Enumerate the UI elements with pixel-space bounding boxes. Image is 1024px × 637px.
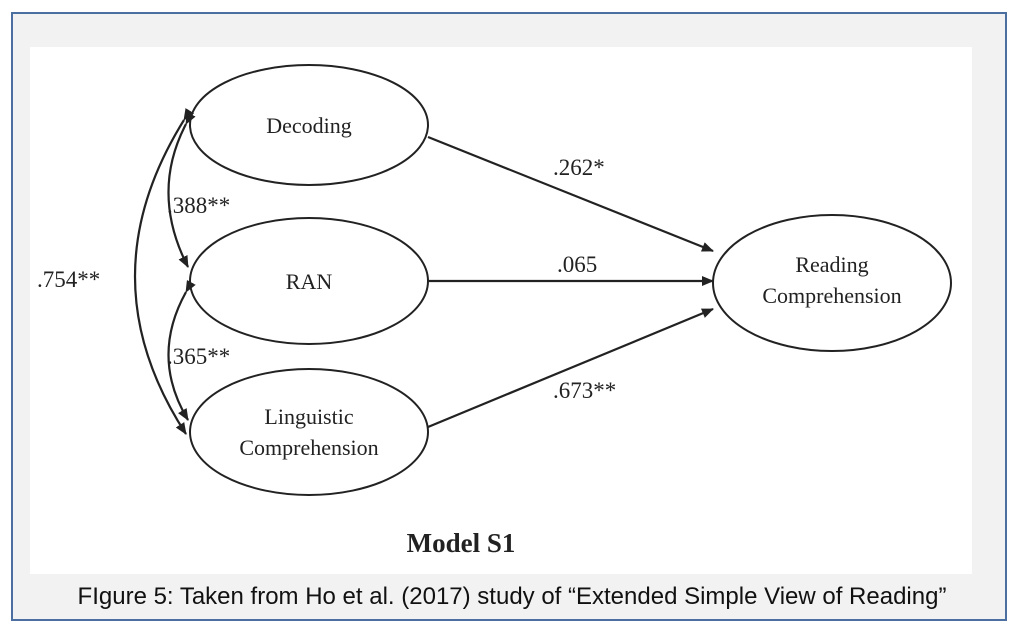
svg-text:RAN: RAN <box>286 269 333 294</box>
coef-decoding-to-reading: .262* <box>553 155 605 180</box>
svg-text:Linguistic: Linguistic <box>264 404 353 429</box>
model-title: Model S1 <box>407 528 516 558</box>
svg-text:Comprehension: Comprehension <box>239 435 378 460</box>
svg-text:.673**: .673** <box>553 378 616 403</box>
coef-ran-to-reading: .065 <box>557 252 597 277</box>
svg-text:.365**: .365** <box>167 344 230 369</box>
svg-text:.262*: .262* <box>553 155 605 180</box>
coef-decoding-linguistic: .754** <box>37 267 100 292</box>
svg-text:Model S1: Model S1 <box>407 528 516 558</box>
coef-decoding-ran: .388** <box>167 193 230 218</box>
figure-caption: FIgure 5: Taken from Ho et al. (2017) st… <box>77 583 947 610</box>
coef-ran-linguistic: .365** <box>167 344 230 369</box>
svg-text:Decoding: Decoding <box>266 113 352 138</box>
node-reading-label-line2: Comprehension <box>762 283 901 308</box>
node-reading-label-line1: Reading <box>795 252 868 277</box>
correlation-arc-decoding-linguistic <box>133 108 195 435</box>
node-decoding-label: Decoding <box>266 113 352 138</box>
node-linguistic-label-line2: Comprehension <box>239 435 378 460</box>
path-decoding-to-reading <box>427 135 714 253</box>
svg-text:.754**: .754** <box>37 267 100 292</box>
node-ran-label: RAN <box>286 269 333 294</box>
node-linguistic-comprehension: Linguistic Comprehension <box>189 368 429 496</box>
path-linguistic-to-reading <box>427 307 714 429</box>
node-reading-comprehension: Reading Comprehension <box>712 214 952 352</box>
svg-text:.065: .065 <box>557 252 597 277</box>
node-linguistic-label-line1: Linguistic <box>264 404 353 429</box>
svg-text:.388**: .388** <box>167 193 230 218</box>
node-decoding: Decoding <box>189 64 429 186</box>
coef-linguistic-to-reading: .673** <box>553 378 616 403</box>
svg-text:Comprehension: Comprehension <box>762 283 901 308</box>
svg-text:Reading: Reading <box>795 252 868 277</box>
node-ran: RAN <box>189 217 429 345</box>
